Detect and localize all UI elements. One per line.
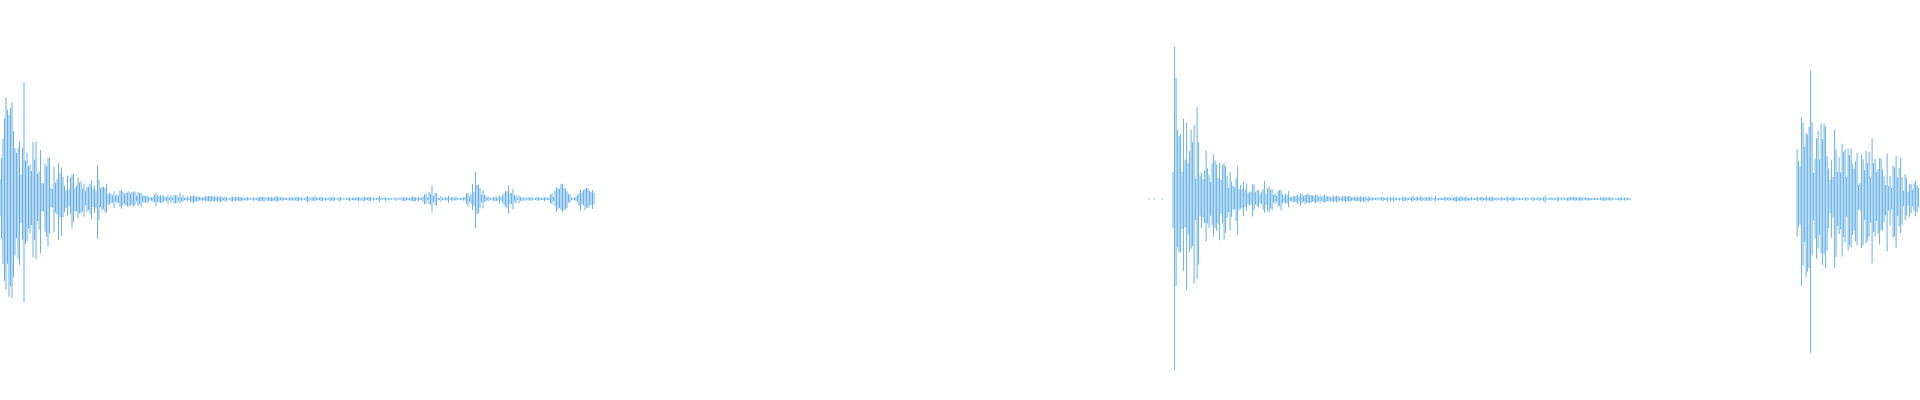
waveform-clip-3-samples [1796, 70, 1920, 353]
waveform-clip-3[interactable] [1796, 70, 1920, 353]
waveform-clip-1[interactable] [0, 82, 595, 302]
waveform-clip-2-samples [1172, 47, 1632, 370]
preroll-dot-2 [1161, 198, 1163, 200]
waveform-clip-2[interactable] [1172, 47, 1632, 370]
waveform-clip-1-samples [0, 82, 595, 302]
preroll-dot-0 [1148, 198, 1150, 200]
preroll-dot-1 [1153, 198, 1156, 200]
